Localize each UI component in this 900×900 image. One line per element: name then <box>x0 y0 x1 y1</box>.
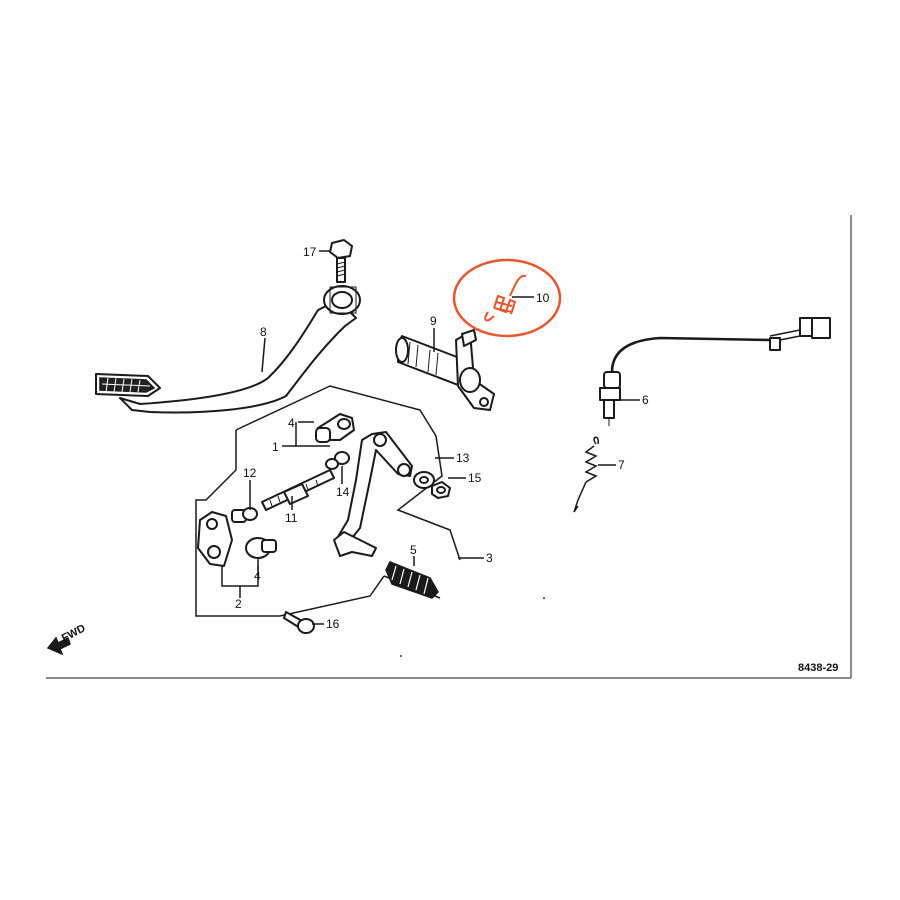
callout-12: 12 <box>243 466 257 480</box>
callout-16: 16 <box>326 617 340 631</box>
callout-6: 6 <box>642 393 649 407</box>
diagram-code: 8438-29 <box>798 662 838 674</box>
shift-rubber-5 <box>385 561 439 599</box>
callout-11: 11 <box>285 511 298 525</box>
callout-14: 14 <box>336 485 350 499</box>
callout-17: 17 <box>303 245 317 259</box>
callout-8: 8 <box>260 325 267 339</box>
switch-spring-7 <box>573 436 599 513</box>
shift-lever-3 <box>333 431 413 557</box>
callout-4-lower: 4 <box>254 569 261 583</box>
leader-lines <box>221 250 640 625</box>
fwd-arrow-icon: FWD <box>46 622 88 656</box>
nut-14 <box>325 451 350 470</box>
callout-9: 9 <box>430 314 437 328</box>
callout-3: 3 <box>486 551 493 565</box>
callout-13: 13 <box>456 451 470 465</box>
brake-pedal <box>119 285 361 414</box>
shift-rod-11 <box>261 469 335 511</box>
callout-2: 2 <box>235 597 242 611</box>
callout-4-upper: 4 <box>288 416 295 430</box>
callouts: 17 8 9 10 6 7 4 1 12 14 11 13 15 5 3 4 2… <box>235 245 649 631</box>
washer-13 <box>413 471 435 489</box>
fwd-label: FWD <box>60 622 88 644</box>
joint-upper <box>315 413 355 443</box>
bolt-17 <box>329 239 353 283</box>
callout-7: 7 <box>618 458 625 472</box>
callout-15: 15 <box>468 471 482 485</box>
nut-15 <box>431 481 451 499</box>
callout-1: 1 <box>272 440 279 454</box>
callout-10: 10 <box>536 291 550 305</box>
return-spring-10 <box>452 258 562 338</box>
joint-lower <box>197 507 258 567</box>
callout-5: 5 <box>410 543 417 557</box>
pedal-shaft <box>395 329 495 411</box>
speck <box>400 655 402 657</box>
joint-ball-4 <box>245 537 277 559</box>
speck <box>543 597 545 599</box>
pedal-rubber <box>95 373 161 397</box>
brake-switch <box>599 317 831 426</box>
highlight-circle <box>452 258 562 338</box>
bolt-16 <box>283 611 315 634</box>
